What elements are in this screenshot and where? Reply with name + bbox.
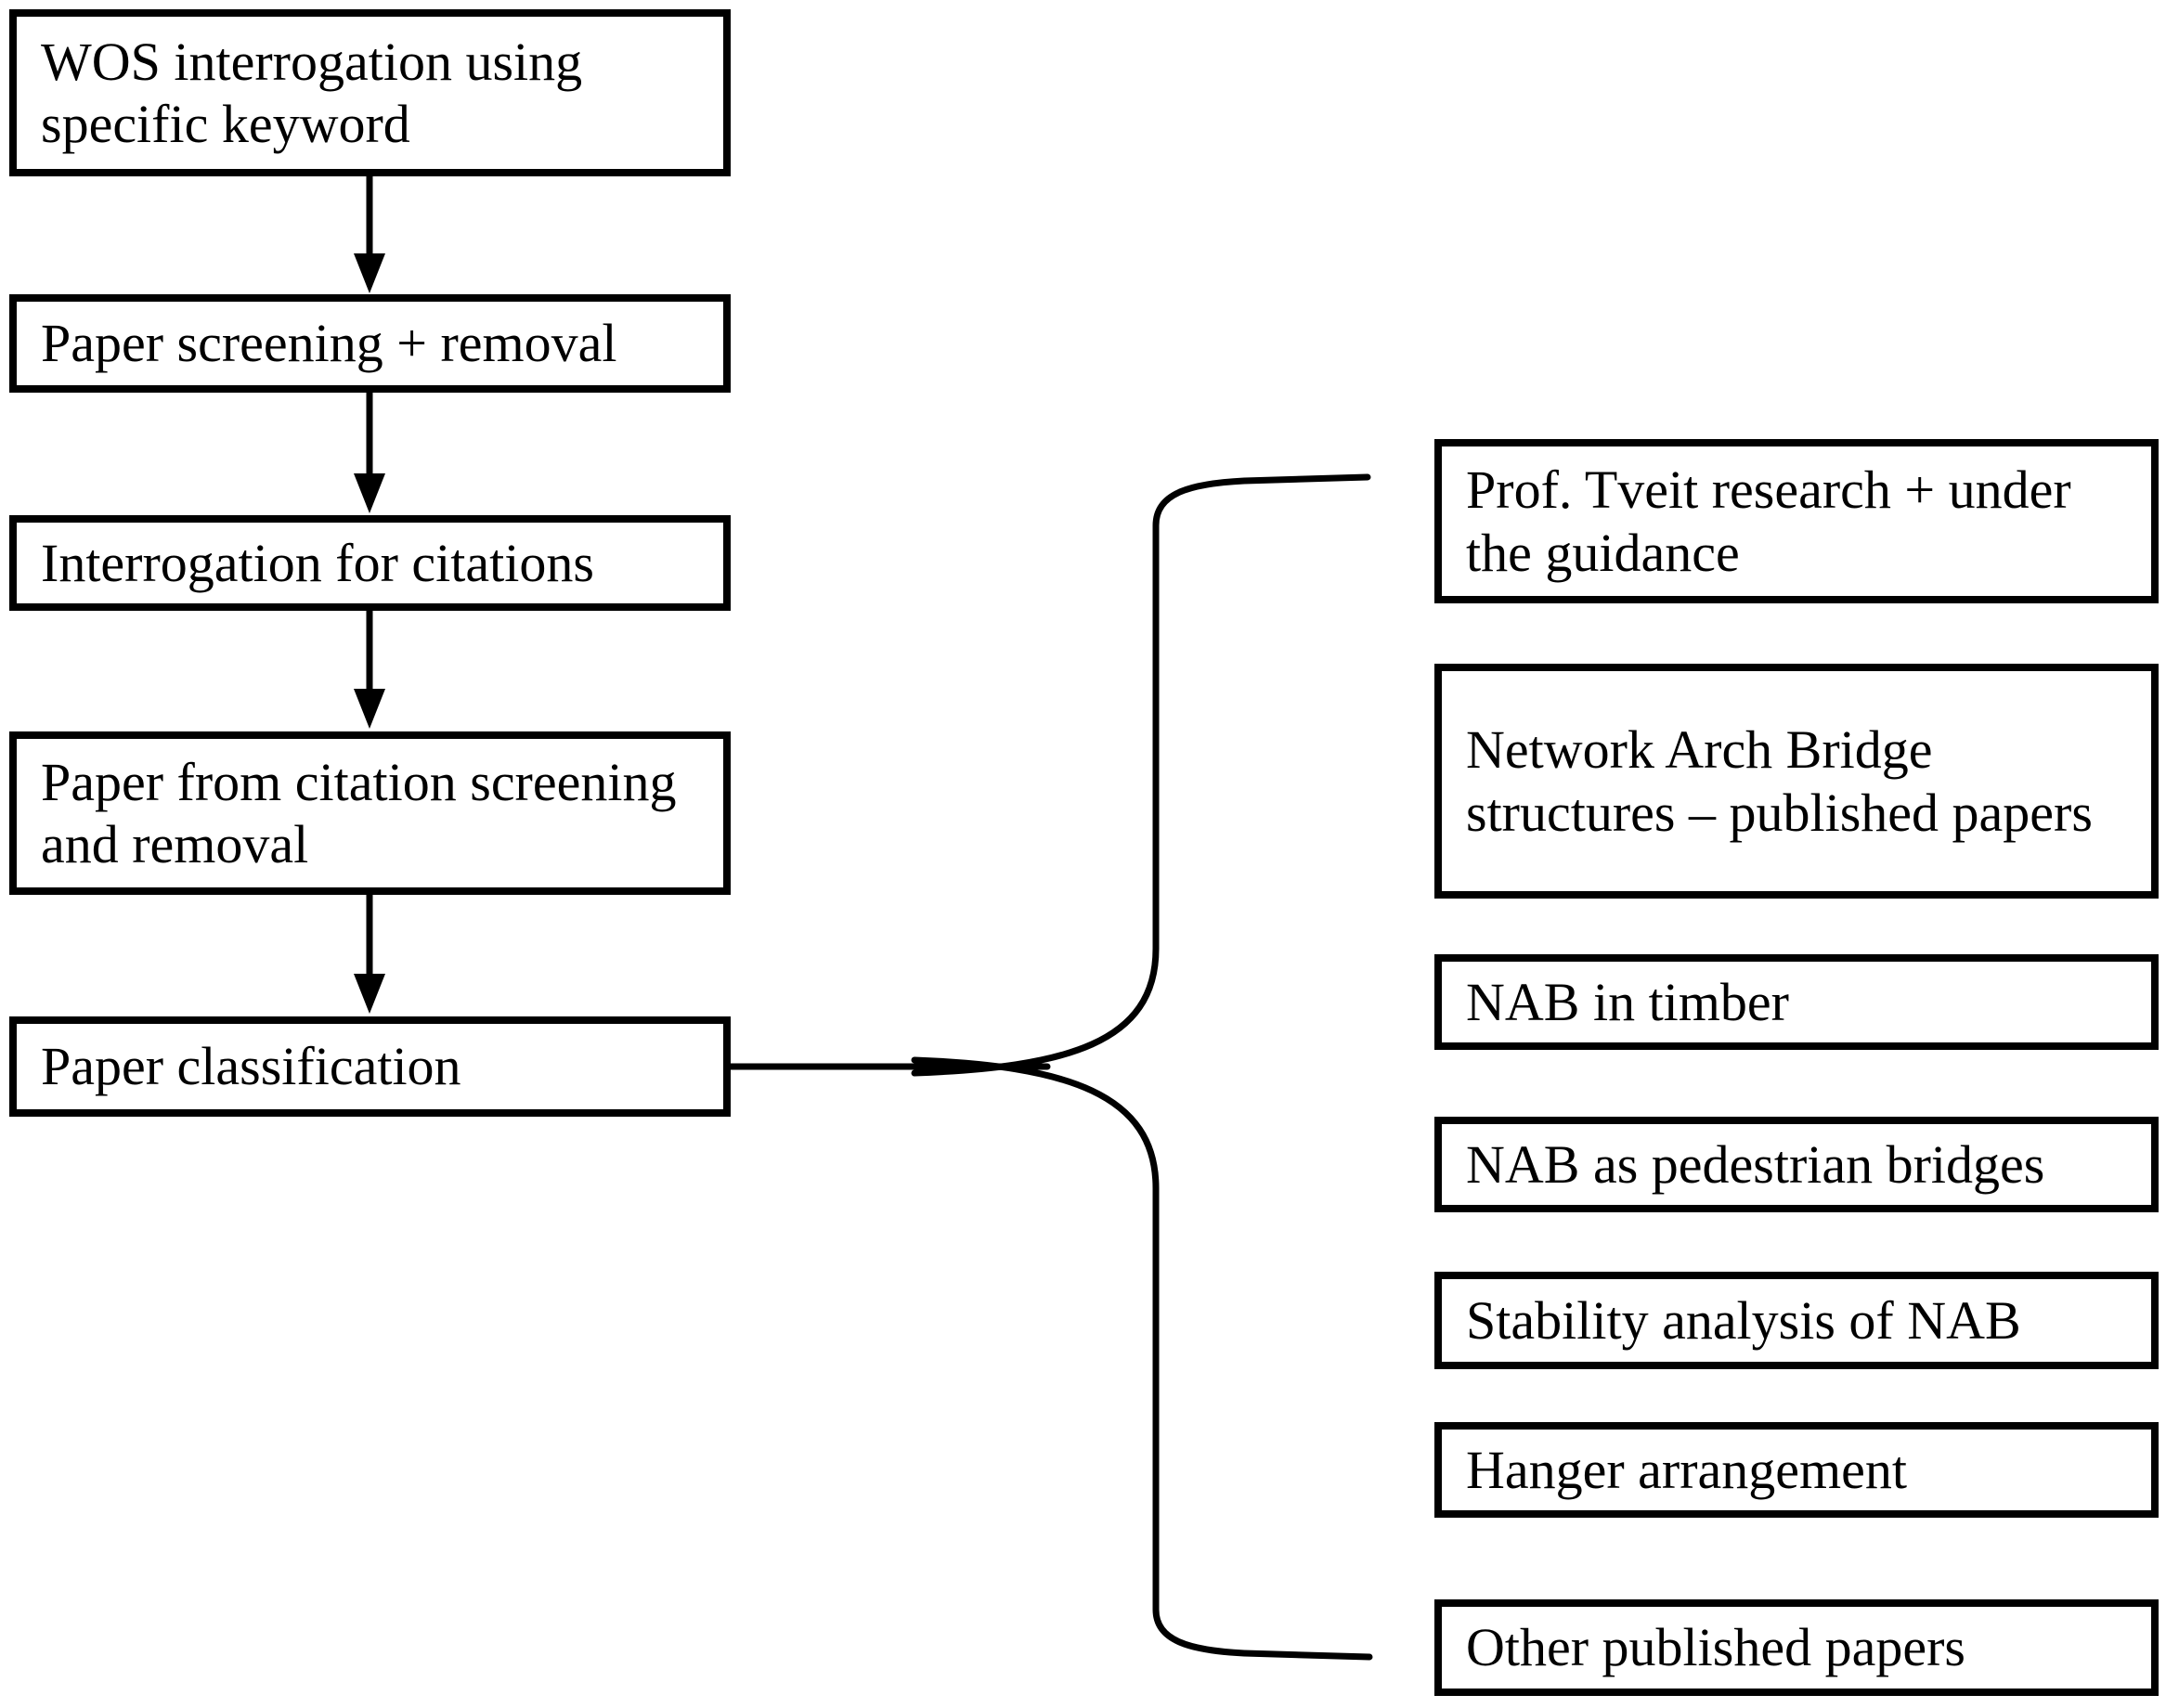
- category-box-tveit-research: Prof. Tveit research + under the guidanc…: [1434, 439, 2159, 603]
- flow-arrow-1: [354, 176, 385, 293]
- flow-arrow-4: [354, 895, 385, 1014]
- flow-box-label: Interrogation for citations: [41, 532, 594, 593]
- flow-box-label: Paper classification: [41, 1036, 461, 1097]
- flow-box-wos-interrogation: WOS interrogation using specific keyword: [9, 9, 731, 176]
- category-box-label: Other published papers: [1466, 1617, 1965, 1678]
- flow-box-label: Paper screening + removal: [41, 313, 617, 374]
- flow-box-label: Paper from citation screening and remova…: [41, 751, 677, 874]
- flow-arrow-2: [354, 393, 385, 513]
- flow-box-paper-screening: Paper screening + removal: [9, 294, 731, 393]
- flow-box-interrogation-citations: Interrogation for citations: [9, 515, 731, 611]
- category-box-label: NAB in timber: [1466, 971, 1789, 1032]
- category-box-label: NAB as pedestrian bridges: [1466, 1133, 2045, 1195]
- category-box-nab-structures: Network Arch Bridge structures – publish…: [1434, 664, 2159, 899]
- flow-arrow-3: [354, 611, 385, 729]
- category-box-label: Prof. Tveit research + under the guidanc…: [1466, 459, 2071, 583]
- flow-box-label: WOS interrogation using specific keyword: [41, 31, 583, 154]
- flow-box-paper-from-citation: Paper from citation screening and remova…: [9, 731, 731, 895]
- category-box-nab-timber: NAB in timber: [1434, 954, 2159, 1050]
- category-box-hanger-arrangement: Hanger arrangement: [1434, 1422, 2159, 1518]
- classification-fan-connector: [727, 473, 1373, 1661]
- category-box-stability-analysis: Stability analysis of NAB: [1434, 1272, 2159, 1369]
- fan-upper-branch: [911, 473, 1371, 1077]
- category-box-label: Hanger arrangement: [1466, 1439, 1908, 1500]
- category-box-other-papers: Other published papers: [1434, 1599, 2159, 1696]
- category-box-nab-pedestrian: NAB as pedestrian bridges: [1434, 1117, 2159, 1212]
- fan-lower-branch: [911, 1056, 1373, 1661]
- category-box-label: Stability analysis of NAB: [1466, 1289, 2021, 1351]
- flow-box-paper-classification: Paper classification: [9, 1016, 731, 1117]
- category-box-label: Network Arch Bridge structures – publish…: [1466, 719, 2093, 843]
